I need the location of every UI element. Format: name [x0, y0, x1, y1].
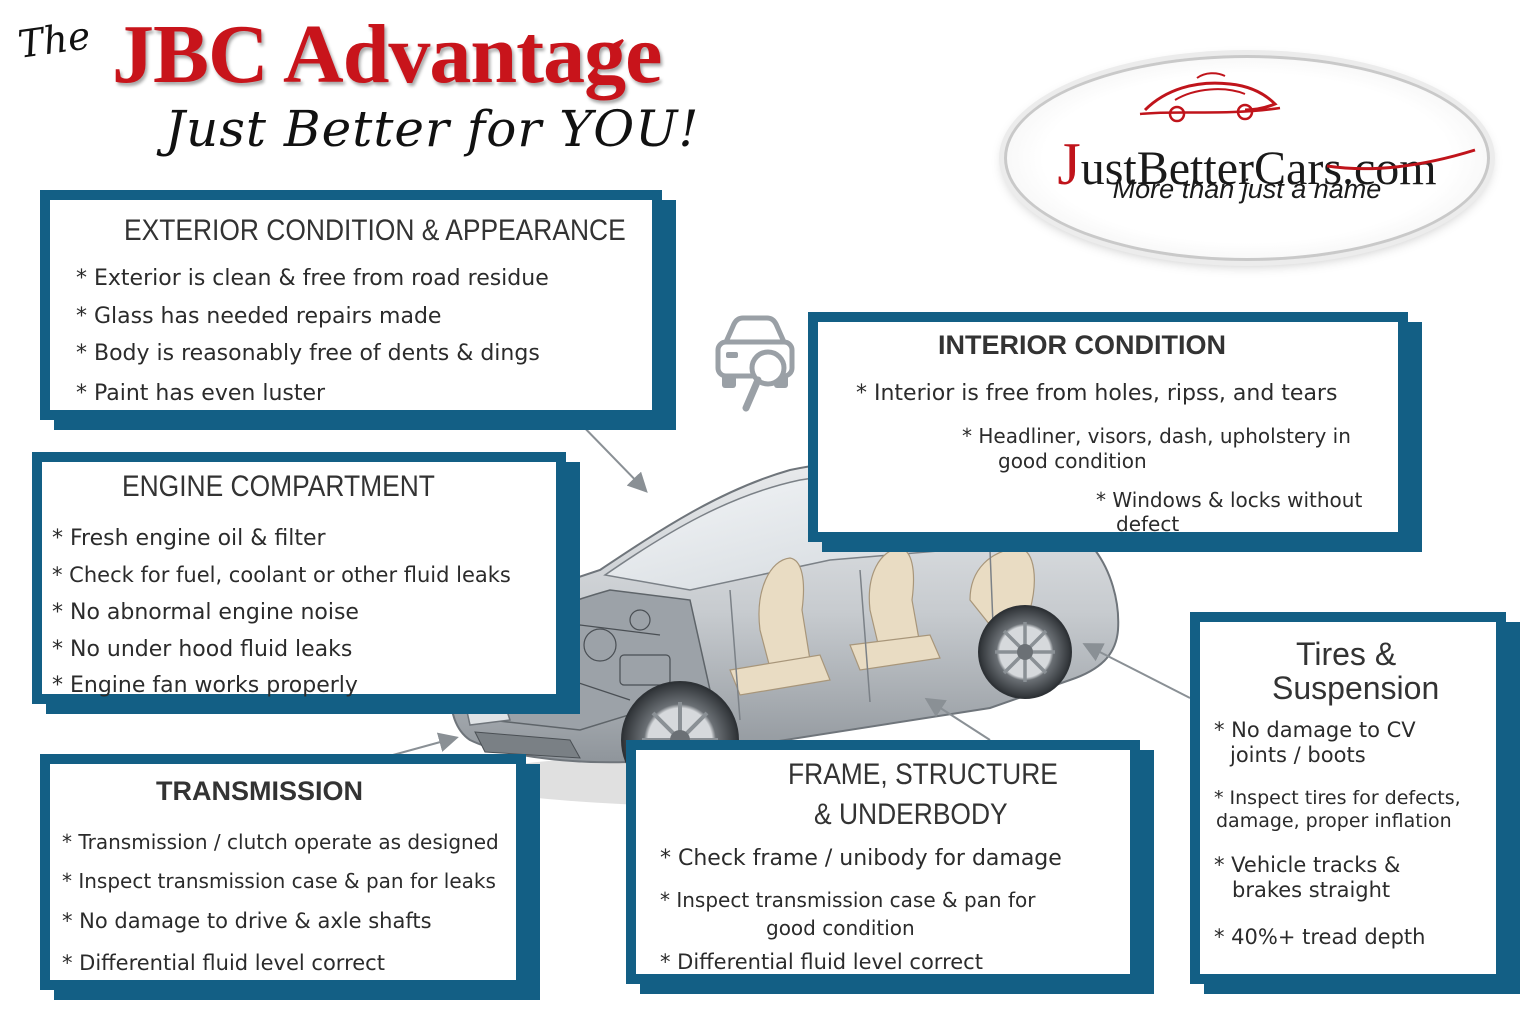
logo-wordmark: JustBetterCars.com [1007, 130, 1487, 199]
list-item: * Inspect transmission case & pan for [660, 888, 1036, 912]
list-item: * Fresh engine oil & filter [52, 526, 326, 551]
list-item: * Exterior is clean & free from road res… [76, 266, 549, 291]
panel-interior: INTERIOR CONDITION * Interior is free fr… [808, 312, 1422, 552]
panel-engine: ENGINE COMPARTMENT * Fresh engine oil & … [32, 452, 580, 714]
car-inspection-icon [715, 315, 795, 412]
list-item: * Paint has even luster [76, 381, 326, 406]
list-item: * Check frame / unibody for damage [660, 846, 1062, 871]
panel-title: FRAME, STRUCTURE [788, 758, 1058, 791]
list-item: * Engine fan works properly [52, 673, 358, 698]
panel-title: EXTERIOR CONDITION & APPEARANCE [124, 214, 626, 247]
list-item: * Inspect transmission case & pan for le… [62, 869, 496, 893]
panel-title: INTERIOR CONDITION [938, 330, 1226, 360]
title-prefix: The [15, 13, 94, 67]
panel-title: TRANSMISSION [156, 776, 364, 806]
panel-frame: FRAME, STRUCTURE & UNDERBODY * Check fra… [626, 740, 1154, 994]
list-item: defect [1116, 512, 1180, 536]
page-title: JBC Advantage [112, 8, 662, 101]
list-item: * Headliner, visors, dash, upholstery in [962, 424, 1351, 448]
list-item: joints / boots [1230, 743, 1366, 767]
logo-slogan: More than just a name [1112, 174, 1382, 204]
list-item: * No under hood fluid leaks [52, 637, 353, 662]
panel-tires: Tires & Suspension * No damage to CV joi… [1190, 612, 1520, 994]
panel-title-line2: Suspension [1272, 670, 1440, 706]
list-item: * Inspect tires for defects, [1214, 787, 1461, 809]
logo-car-icon [1139, 72, 1281, 123]
list-item: * Check for fuel, coolant or other fluid… [52, 563, 511, 587]
logo-swoosh [1327, 148, 1476, 171]
panel-title-line2: & UNDERBODY [814, 798, 1008, 831]
logo-name-rest: ustBetterCars [1080, 142, 1342, 195]
brand-logo: JustBetterCars.com More than just a name [1004, 55, 1490, 261]
panel-transmission: TRANSMISSION * Transmission / clutch ope… [40, 754, 540, 1000]
list-item: * Vehicle tracks & [1214, 853, 1401, 877]
list-item: damage, proper inflation [1216, 810, 1452, 832]
list-item: * Transmission / clutch operate as desig… [62, 830, 499, 854]
logo-initial: J [1057, 131, 1081, 197]
list-item: * No damage to CV [1214, 718, 1416, 742]
list-item: * No abnormal engine noise [52, 600, 359, 625]
list-item: * Differential fluid level correct [62, 951, 385, 975]
list-item: * Body is reasonably free of dents & din… [76, 341, 540, 366]
tagline: Just Better for YOU! [165, 100, 700, 158]
list-item: * 40%+ tread depth [1214, 925, 1426, 949]
list-item: * Windows & locks without [1096, 488, 1363, 512]
list-item: good condition [766, 916, 915, 940]
list-item: brakes straight [1232, 878, 1391, 902]
list-item: * No damage to drive & axle shafts [62, 909, 432, 933]
panel-title: ENGINE COMPARTMENT [122, 470, 435, 503]
list-item: * Glass has needed repairs made [76, 304, 442, 329]
list-item: * Differential fluid level correct [660, 950, 983, 974]
panel-title: Tires & [1296, 636, 1397, 672]
panel-exterior: EXTERIOR CONDITION & APPEARANCE * Exteri… [40, 190, 676, 430]
list-item: * Interior is free from holes, ripss, an… [856, 381, 1338, 406]
list-item: good condition [998, 449, 1147, 473]
